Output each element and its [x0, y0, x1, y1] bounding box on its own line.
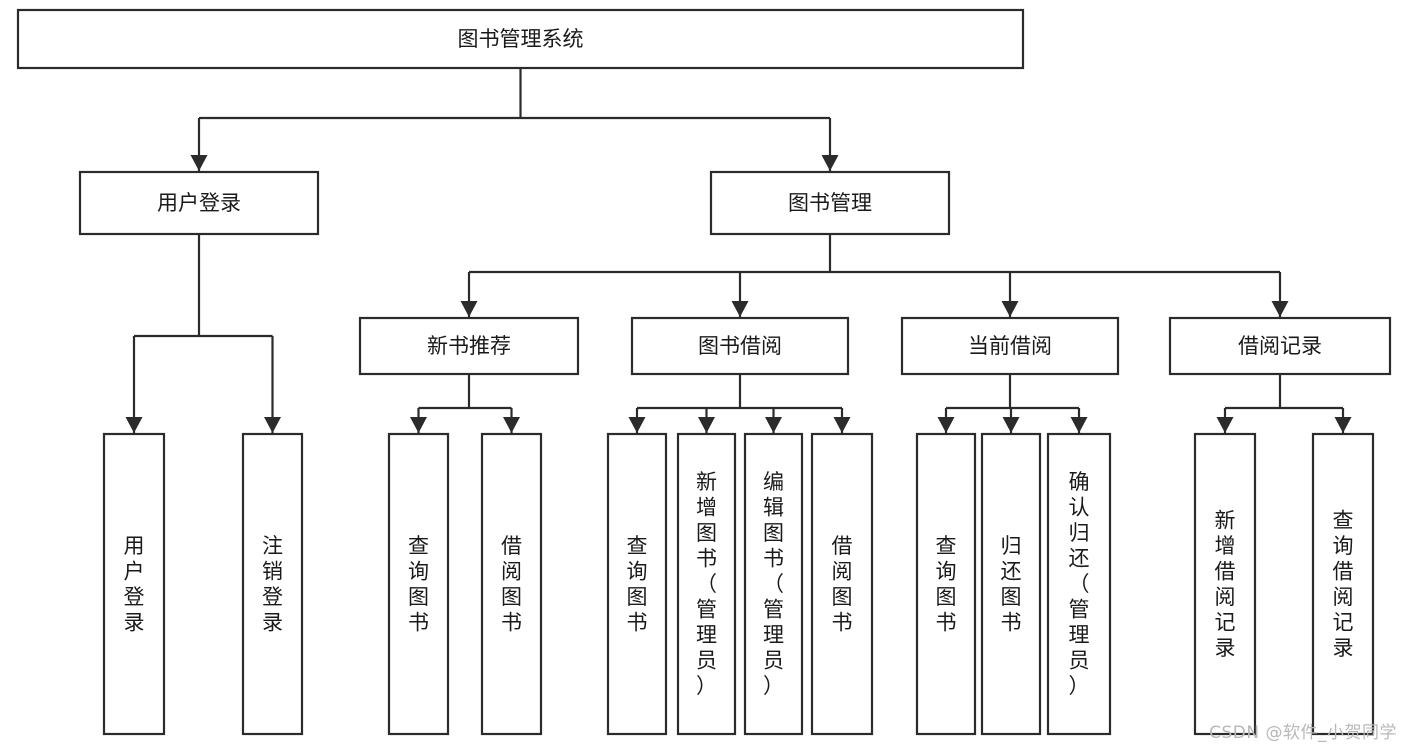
node-label: 当前借阅	[968, 334, 1052, 358]
node-level4[interactable]: 用户登录	[102, 432, 166, 736]
node-level4[interactable]: 借阅图书	[810, 432, 874, 736]
node-level4[interactable]: 确认归还（管理员）	[1046, 432, 1112, 736]
node-label: 查询图书	[627, 534, 648, 635]
node-label: 编辑图书（管理员）	[763, 470, 784, 698]
node-box[interactable]	[743, 432, 804, 736]
node-level4[interactable]: 注销登录	[241, 432, 304, 736]
node-label: 查询图书	[936, 534, 957, 635]
node-box[interactable]	[709, 170, 951, 236]
node-label: 图书借阅	[698, 334, 782, 358]
node-level2[interactable]: 用户登录	[78, 170, 320, 236]
node-label: 借阅图书	[501, 534, 522, 635]
node-level4[interactable]: 归还图书	[980, 432, 1042, 736]
watermark-text: CSDN @软件_小贺同学	[1209, 723, 1397, 743]
arrow-head-icon	[1070, 417, 1088, 433]
node-label: 借阅记录	[1238, 334, 1322, 358]
connector-group-l3-1	[628, 374, 851, 433]
arrow-head-icon	[125, 417, 143, 433]
node-level3[interactable]: 新书推荐	[358, 316, 580, 376]
node-box[interactable]	[915, 432, 977, 736]
connector-group-l3-2	[937, 374, 1088, 433]
connector-group-root	[190, 68, 839, 171]
node-level3[interactable]: 当前借阅	[900, 316, 1120, 376]
node-label: 用户登录	[124, 534, 145, 635]
node-label: 归还图书	[1001, 534, 1022, 635]
arrow-head-icon	[1002, 417, 1020, 433]
arrow-head-icon	[1271, 301, 1289, 317]
node-label: 确认归还（管理员）	[1069, 470, 1090, 698]
node-box[interactable]	[676, 432, 737, 736]
arrow-head-icon	[628, 417, 646, 433]
node-box[interactable]	[1193, 432, 1257, 736]
node-level4[interactable]: 借阅图书	[480, 432, 543, 736]
node-level4[interactable]: 查询图书	[606, 432, 668, 736]
node-level2[interactable]: 图书管理	[709, 170, 951, 236]
arrow-head-icon	[460, 301, 478, 317]
node-level4[interactable]: 查询图书	[387, 432, 450, 736]
node-level4[interactable]: 新增借阅记录	[1193, 432, 1257, 736]
node-level3[interactable]: 图书借阅	[630, 316, 850, 376]
connector-layer	[125, 68, 1352, 433]
node-label: 借阅图书	[832, 534, 853, 635]
node-box[interactable]	[606, 432, 668, 736]
node-box[interactable]	[900, 316, 1120, 376]
node-label: 图书管理系统	[458, 27, 584, 51]
arrow-head-icon	[698, 417, 715, 433]
arrow-head-icon	[1216, 417, 1234, 433]
node-box[interactable]	[358, 316, 580, 376]
node-box[interactable]	[387, 432, 450, 736]
arrow-head-icon	[264, 417, 281, 433]
arrow-head-icon	[1334, 417, 1352, 433]
arrow-head-icon	[410, 417, 427, 433]
connector-group-book-mgmt	[460, 234, 1289, 317]
node-root[interactable]: 图书管理系统	[16, 8, 1025, 70]
arrow-head-icon	[833, 417, 851, 433]
node-label: 用户登录	[157, 191, 241, 215]
node-box[interactable]	[16, 8, 1025, 70]
node-label: 查询借阅记录	[1333, 508, 1354, 660]
connector-group-l3-3	[1216, 374, 1352, 433]
arrow-head-icon	[821, 155, 839, 171]
node-level4[interactable]: 查询图书	[915, 432, 977, 736]
node-label: 注销登录	[262, 534, 283, 635]
arrow-head-icon	[503, 417, 520, 433]
arrow-head-icon	[190, 155, 208, 171]
node-layer: 图书管理系统用户登录图书管理新书推荐图书借阅当前借阅借阅记录用户登录注销登录查询…	[16, 8, 1392, 736]
node-box[interactable]	[480, 432, 543, 736]
node-level3[interactable]: 借阅记录	[1168, 316, 1392, 376]
node-label: 新书推荐	[427, 334, 511, 358]
node-level4[interactable]: 编辑图书（管理员）	[743, 432, 804, 736]
node-label: 查询图书	[408, 534, 429, 635]
connector-group-l3-0	[410, 374, 520, 433]
connector-group-user-login	[125, 234, 281, 433]
node-box[interactable]	[1168, 316, 1392, 376]
node-box[interactable]	[1046, 432, 1112, 736]
node-label: 图书管理	[788, 191, 872, 215]
node-label: 新增借阅记录	[1215, 508, 1236, 660]
node-box[interactable]	[630, 316, 850, 376]
node-box[interactable]	[1311, 432, 1375, 736]
node-box[interactable]	[810, 432, 874, 736]
node-level4[interactable]: 新增图书（管理员）	[676, 432, 737, 736]
node-box[interactable]	[241, 432, 304, 736]
arrow-head-icon	[1001, 301, 1019, 317]
arrow-head-icon	[731, 301, 749, 317]
arrow-head-icon	[765, 417, 782, 433]
node-label: 新增图书（管理员）	[696, 470, 717, 698]
node-box[interactable]	[78, 170, 320, 236]
arrow-head-icon	[937, 417, 955, 433]
node-box[interactable]	[102, 432, 166, 736]
node-level4[interactable]: 查询借阅记录	[1311, 432, 1375, 736]
node-box[interactable]	[980, 432, 1042, 736]
